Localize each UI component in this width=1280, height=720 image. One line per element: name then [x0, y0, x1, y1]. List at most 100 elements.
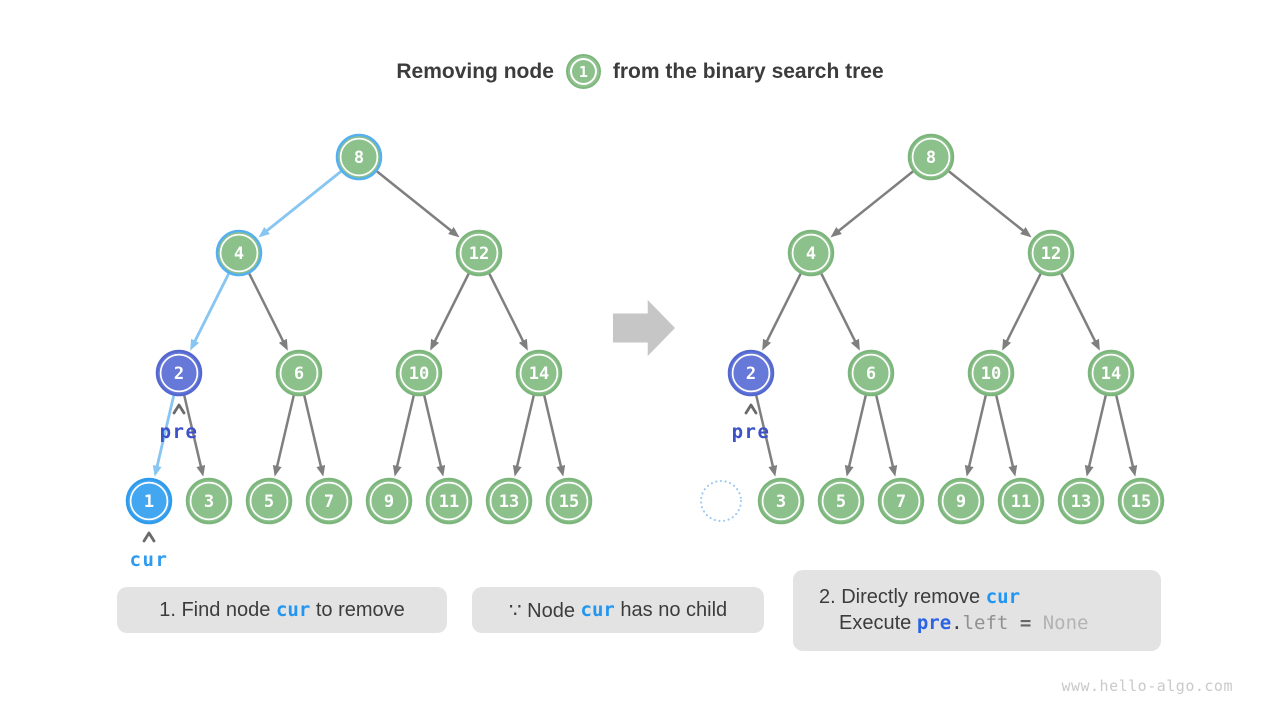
left-node-5-circle [245, 477, 293, 525]
left-node-7-value: 7 [324, 492, 334, 512]
right-node-15-value: 15 [1131, 492, 1151, 512]
left-pointer-label-cur: cur [130, 549, 169, 571]
right-edge-8-4 [830, 170, 914, 238]
left-node-10-value: 10 [409, 364, 429, 384]
right-node-11-ring [1001, 481, 1041, 521]
right-node-9: 9 [937, 477, 985, 525]
left-edge-8-4 [258, 170, 342, 238]
left-node-15: 15 [545, 477, 593, 525]
left-node-12-circle [455, 229, 503, 277]
right-edge-10-9 [964, 395, 987, 477]
right-node-13-circle [1057, 477, 1105, 525]
right-node-2-ring [731, 353, 771, 393]
caption-step1: 1. Find node cur to remove [117, 587, 447, 633]
left-edge-6-5 [272, 395, 295, 477]
title-node-badge: 1 [565, 54, 601, 89]
left-edge-2-1 [152, 395, 176, 477]
right-node-10-value: 10 [981, 364, 1001, 384]
left-node-11-value: 11 [439, 492, 459, 512]
left-edge-14-15 [543, 395, 566, 477]
right-node-14: 14 [1087, 349, 1135, 397]
right-edge-6-5 [844, 395, 867, 477]
left-node-4: 4 [215, 229, 263, 277]
left-node-7: 7 [305, 477, 353, 525]
caption-segment: ∵ Node [508, 599, 581, 622]
right-node-4-ring [791, 233, 831, 273]
left-edge-8-12 [376, 170, 460, 238]
left-node-3-ring [189, 481, 229, 521]
left-node-2: 2 [155, 349, 203, 397]
left-node-6-ring [279, 353, 319, 393]
left-node-10-circle [395, 349, 443, 397]
right-node-7: 7 [877, 477, 925, 525]
caption-segment: cur [580, 599, 615, 621]
caption-segment: None [1042, 612, 1089, 634]
left-pointer-caret-icon [142, 531, 156, 543]
left-edge-10-9 [392, 395, 415, 477]
left-node-15-ring [549, 481, 589, 521]
left-node-8-ring [339, 137, 379, 177]
right-node-12-ring [1031, 233, 1071, 273]
left-node-13-circle [485, 477, 533, 525]
right-node-13-value: 13 [1071, 492, 1091, 512]
left-node-14-circle [515, 349, 563, 397]
left-node-2-ring [159, 353, 199, 393]
right-node-10: 10 [967, 349, 1015, 397]
right-node-15-ring [1121, 481, 1161, 521]
right-node-10-circle [967, 349, 1015, 397]
right-removed-node-placeholder [699, 479, 743, 523]
right-pointer-caret-icon [744, 403, 758, 415]
left-node-13-value: 13 [499, 492, 519, 512]
right-edge-12-14 [1060, 273, 1100, 351]
right-edge-4-6 [820, 273, 860, 351]
right-node-8-value: 8 [926, 148, 936, 168]
left-node-12-value: 12 [469, 244, 489, 264]
right-node-2: 2 [727, 349, 775, 397]
left-node-14-value: 14 [529, 364, 549, 384]
left-node-3: 3 [185, 477, 233, 525]
caption-segment: = [1008, 612, 1043, 634]
caption-segment: cur [985, 586, 1021, 608]
left-node-5: 5 [245, 477, 293, 525]
right-node-13: 13 [1057, 477, 1105, 525]
left-node-14-ring [519, 353, 559, 393]
left-edge-14-13 [512, 395, 535, 477]
right-node-12-circle [1027, 229, 1075, 277]
title-suffix: from the binary search tree [612, 59, 884, 83]
left-node-3-circle [185, 477, 233, 525]
right-node-14-circle [1087, 349, 1135, 397]
right-node-2-circle [727, 349, 775, 397]
caption-step2-line2: Execute pre.left = None [819, 612, 1088, 635]
left-edge-10-11 [423, 395, 446, 477]
right-edge-14-15 [1115, 395, 1138, 477]
watermark: www.hello-algo.com [1061, 677, 1233, 695]
right-node-3-circle [757, 477, 805, 525]
left-node-2-value: 2 [174, 364, 184, 384]
left-node-5-ring [249, 481, 289, 521]
right-node-3: 3 [757, 477, 805, 525]
left-edge-6-7 [303, 395, 326, 477]
caption-segment: cur [275, 599, 311, 621]
right-edge-4-2 [762, 273, 802, 351]
left-node-4-value: 4 [234, 244, 244, 264]
left-node-5-value: 5 [264, 492, 274, 512]
right-node-9-ring [941, 481, 981, 521]
left-node-7-ring [309, 481, 349, 521]
right-pointer-label-pre: pre [732, 421, 771, 443]
right-node-13-ring [1061, 481, 1101, 521]
right-node-4-value: 4 [806, 244, 816, 264]
right-node-7-circle [877, 477, 925, 525]
left-node-15-circle [545, 477, 593, 525]
right-node-6-value: 6 [866, 364, 876, 384]
right-edge-8-12 [948, 170, 1032, 238]
left-node-14: 14 [515, 349, 563, 397]
right-node-4-circle [787, 229, 835, 277]
caption-no-child: ∵ Node cur has no child [472, 587, 764, 633]
left-node-9: 9 [365, 477, 413, 525]
left-node-4-ring [219, 233, 259, 273]
right-node-4: 4 [787, 229, 835, 277]
left-edge-4-2 [190, 272, 230, 351]
left-pointer-label-pre: pre [160, 421, 199, 443]
